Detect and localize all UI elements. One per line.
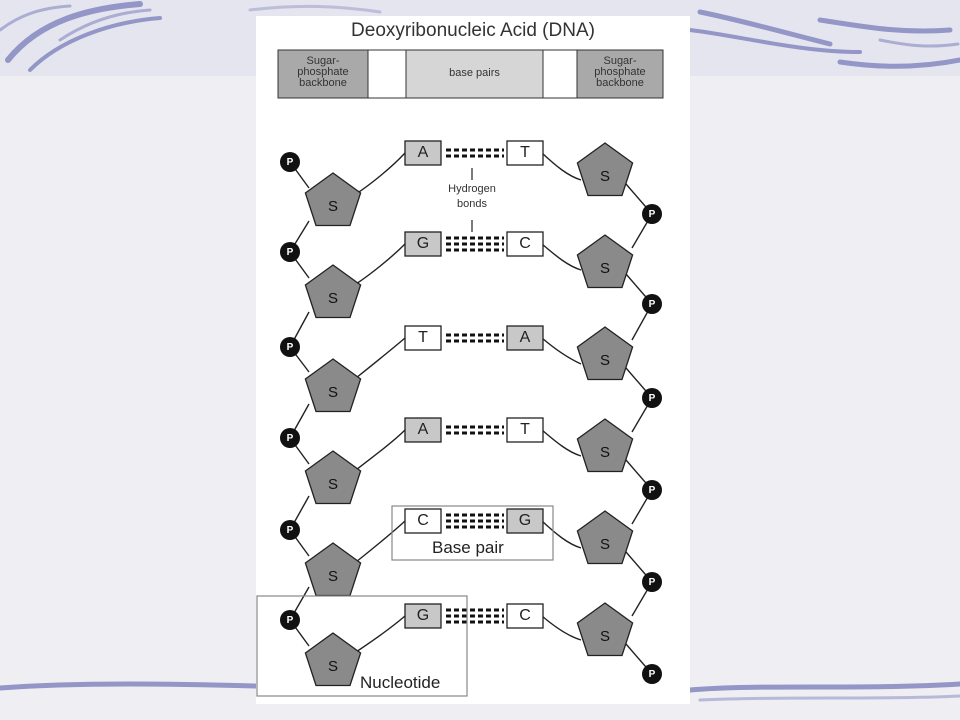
phosphate-left (280, 242, 300, 262)
backbone-legend-right (576, 49, 664, 99)
phosphate-label: P (286, 156, 294, 168)
legend-gap-right (542, 49, 578, 99)
phosphate-right (642, 480, 662, 500)
sugar-pentagon (304, 172, 362, 227)
base-pairs-legend (405, 49, 544, 99)
phosphate-label: P (648, 484, 656, 496)
sugar-pentagon (576, 510, 634, 565)
phosphate-label: P (648, 576, 656, 588)
sugar-label: S (599, 259, 610, 277)
base-right-box (506, 508, 544, 534)
dna-diagram (256, 49, 664, 697)
sugar-pentagon (576, 602, 634, 657)
sugar-label: S (599, 167, 610, 185)
base-left-box (404, 603, 442, 629)
header-band (277, 49, 664, 99)
base-right-box (506, 231, 544, 257)
base-left-letter: A (417, 421, 429, 438)
phosphate-label: P (286, 432, 294, 444)
sugar-group (304, 142, 634, 687)
phosphate-label: P (286, 341, 294, 353)
base-right-box (506, 325, 544, 351)
base-right-letter: C (519, 235, 531, 252)
sugar-pentagon (304, 632, 362, 687)
base-right-letter: G (518, 512, 532, 529)
sugar-label: S (599, 351, 610, 369)
phosphate-left (280, 610, 300, 630)
phosphate-label: P (286, 246, 294, 258)
nucleotide-highlight (256, 595, 468, 697)
base-left-box (404, 140, 442, 166)
base-left-box (404, 231, 442, 257)
base-right-letter: T (520, 421, 530, 438)
sugar-pentagon (576, 142, 634, 197)
base-left-letter: G (416, 235, 430, 252)
base-left-box (404, 325, 442, 351)
base-left-letter: T (418, 329, 428, 346)
backbone-legend-left (277, 49, 369, 99)
sugar-label: S (327, 657, 338, 675)
sugar-pentagon (576, 326, 634, 381)
base-right-letter: C (519, 607, 531, 624)
phosphate-label: P (648, 208, 656, 220)
phosphate-label: P (648, 392, 656, 404)
phosphate-right (642, 664, 662, 684)
phosphate-left (280, 428, 300, 448)
phosphate-left (280, 520, 300, 540)
base-pair-highlight (391, 505, 554, 561)
sugar-pentagon (304, 264, 362, 319)
diagram-title: Deoxyribonucleic Acid (DNA) (351, 20, 595, 41)
base-left-letter: A (417, 144, 429, 161)
right-backbone (541, 152, 653, 675)
sugar-label: S (327, 475, 338, 493)
phosphate-group (280, 152, 662, 684)
sugar-label: S (599, 535, 610, 553)
phosphate-label: P (648, 298, 656, 310)
base-right-box (506, 417, 544, 443)
nucleotide-label: Nucleotide (360, 673, 441, 692)
base-left-letter: G (416, 607, 430, 624)
base-pair-label: Base pair (432, 538, 504, 557)
base-right-box (506, 603, 544, 629)
phosphate-label: P (648, 668, 656, 680)
backbone-label-left-text: Sugar-phosphate backbone (297, 54, 349, 89)
base-right-box (506, 140, 544, 166)
sugar-label: S (327, 197, 338, 215)
phosphate-right (642, 572, 662, 592)
base-group (404, 140, 544, 629)
backbone-label-right: Sugar-phosphate backbone (577, 51, 663, 93)
sugar-label: S (327, 383, 338, 401)
sugar-pentagon (304, 450, 362, 505)
phosphate-label: P (286, 614, 294, 626)
base-pairs-label: base pairs (449, 66, 500, 79)
backbone-label-left: Sugar-phosphate backbone (283, 51, 363, 93)
base-right-letter: T (520, 144, 530, 161)
sugar-pentagon (576, 418, 634, 473)
sugar-pentagon (304, 358, 362, 413)
phosphate-right (642, 388, 662, 408)
base-left-box (404, 508, 442, 534)
hydrogen-bond-group (446, 148, 504, 624)
phosphate-right (642, 294, 662, 314)
sugar-label: S (599, 627, 610, 645)
phosphate-left (280, 152, 300, 172)
phosphate-right (642, 204, 662, 224)
backbone-label-right-text: Sugar-phosphate backbone (594, 54, 646, 89)
sugar-pentagon (576, 234, 634, 289)
sugar-label: S (327, 289, 338, 307)
base-left-letter: C (417, 512, 429, 529)
phosphate-left (280, 337, 300, 357)
phosphate-label: P (286, 524, 294, 536)
legend-gap-left (367, 49, 407, 99)
base-right-letter: A (519, 329, 531, 346)
sugar-label: S (327, 567, 338, 585)
hydrogen-bonds-label: Hydrogen bonds (448, 183, 496, 210)
base-left-box (404, 417, 442, 443)
sugar-label: S (599, 443, 610, 461)
